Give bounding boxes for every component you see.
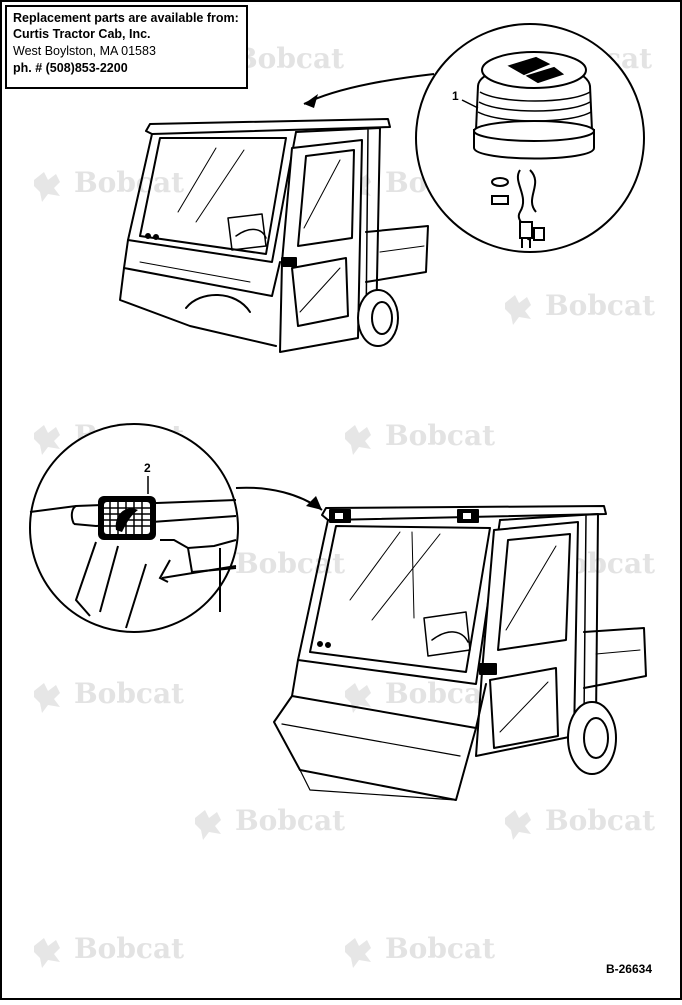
watermark-text: Bobcat — [74, 932, 184, 965]
watermark-text: Bobcat — [385, 419, 495, 452]
watermark-text: Bobcat — [545, 804, 655, 837]
callout-number: 2 — [144, 461, 151, 475]
roof-rail-detail — [29, 499, 237, 629]
arrow-head — [304, 94, 318, 108]
amber-beacon-icon — [473, 51, 595, 160]
mounting-hardware — [491, 169, 545, 248]
watermark-logo: Bobcat — [195, 804, 345, 840]
arrow-head — [306, 496, 322, 510]
supplier-address: West Boylston, MA 01583 — [13, 44, 156, 58]
watermark-logo: Bobcat — [34, 166, 184, 202]
watermark-text: Bobcat — [545, 289, 655, 322]
supplier-phone: ph. # (508)853-2200 — [13, 61, 128, 75]
side-marker-light-icon — [98, 496, 156, 540]
figure-id: B-26634 — [605, 962, 652, 976]
watermark-logo: Bobcat — [345, 419, 495, 455]
watermark-text: Bobcat — [235, 804, 345, 837]
supplier-heading: Replacement parts are available from: — [13, 11, 239, 25]
watermark-text: Bobcat — [74, 677, 184, 710]
watermark-text: Bobcat — [74, 166, 184, 199]
watermark-text: Bobcat — [385, 932, 495, 965]
beacon-detail-circle: 1 — [303, 23, 645, 253]
watermark-text: Bobcat — [385, 677, 495, 710]
callout-leader — [461, 99, 479, 109]
watermark-logo: Bobcat — [505, 289, 655, 325]
watermark-logo: Bobcat — [34, 932, 184, 968]
watermark-logo: Bobcat — [34, 677, 184, 713]
utility-vehicle-bottom — [273, 505, 647, 801]
watermark-text: Bobcat — [234, 42, 344, 75]
leader-arrow — [303, 73, 435, 105]
supplier-company: Curtis Tractor Cab, Inc. — [13, 27, 151, 41]
callout-number: 1 — [452, 89, 459, 103]
supplier-info-box: Replacement parts are available from: Cu… — [5, 5, 248, 89]
utility-vehicle-top — [119, 118, 429, 353]
watermark-logo: Bobcat — [505, 804, 655, 840]
side-light-detail-circle: 2 — [29, 423, 323, 633]
watermark-logo: Bobcat — [345, 677, 495, 713]
watermark-logo: Bobcat — [345, 932, 495, 968]
